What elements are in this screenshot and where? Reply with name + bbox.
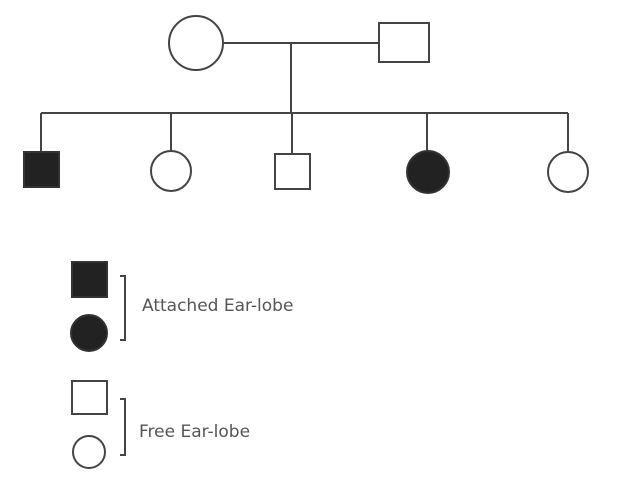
father-male-symbol [378, 22, 430, 63]
child-4-female-attached-symbol [406, 150, 450, 194]
legend: Attached Ear-lobe Free Ear-lobe [70, 261, 293, 469]
legend-free-male-symbol [71, 380, 108, 415]
legend-attached-female-symbol [70, 314, 108, 352]
child-5-female-free-symbol [547, 151, 589, 193]
mother-female-symbol [168, 15, 224, 71]
legend-attached-label: Attached Ear-lobe [142, 296, 293, 316]
legend-attached-bracket [120, 275, 126, 341]
legend-free-bracket [120, 398, 126, 456]
legend-attached-male-symbol [71, 261, 108, 298]
child-3-male-free-symbol [274, 153, 311, 190]
legend-free-female-symbol [72, 435, 106, 469]
child-1-male-attached-symbol [23, 151, 60, 188]
legend-free-label: Free Ear-lobe [139, 422, 250, 442]
child-2-female-free-symbol [150, 150, 192, 192]
pedigree-lines [40, 42, 569, 154]
